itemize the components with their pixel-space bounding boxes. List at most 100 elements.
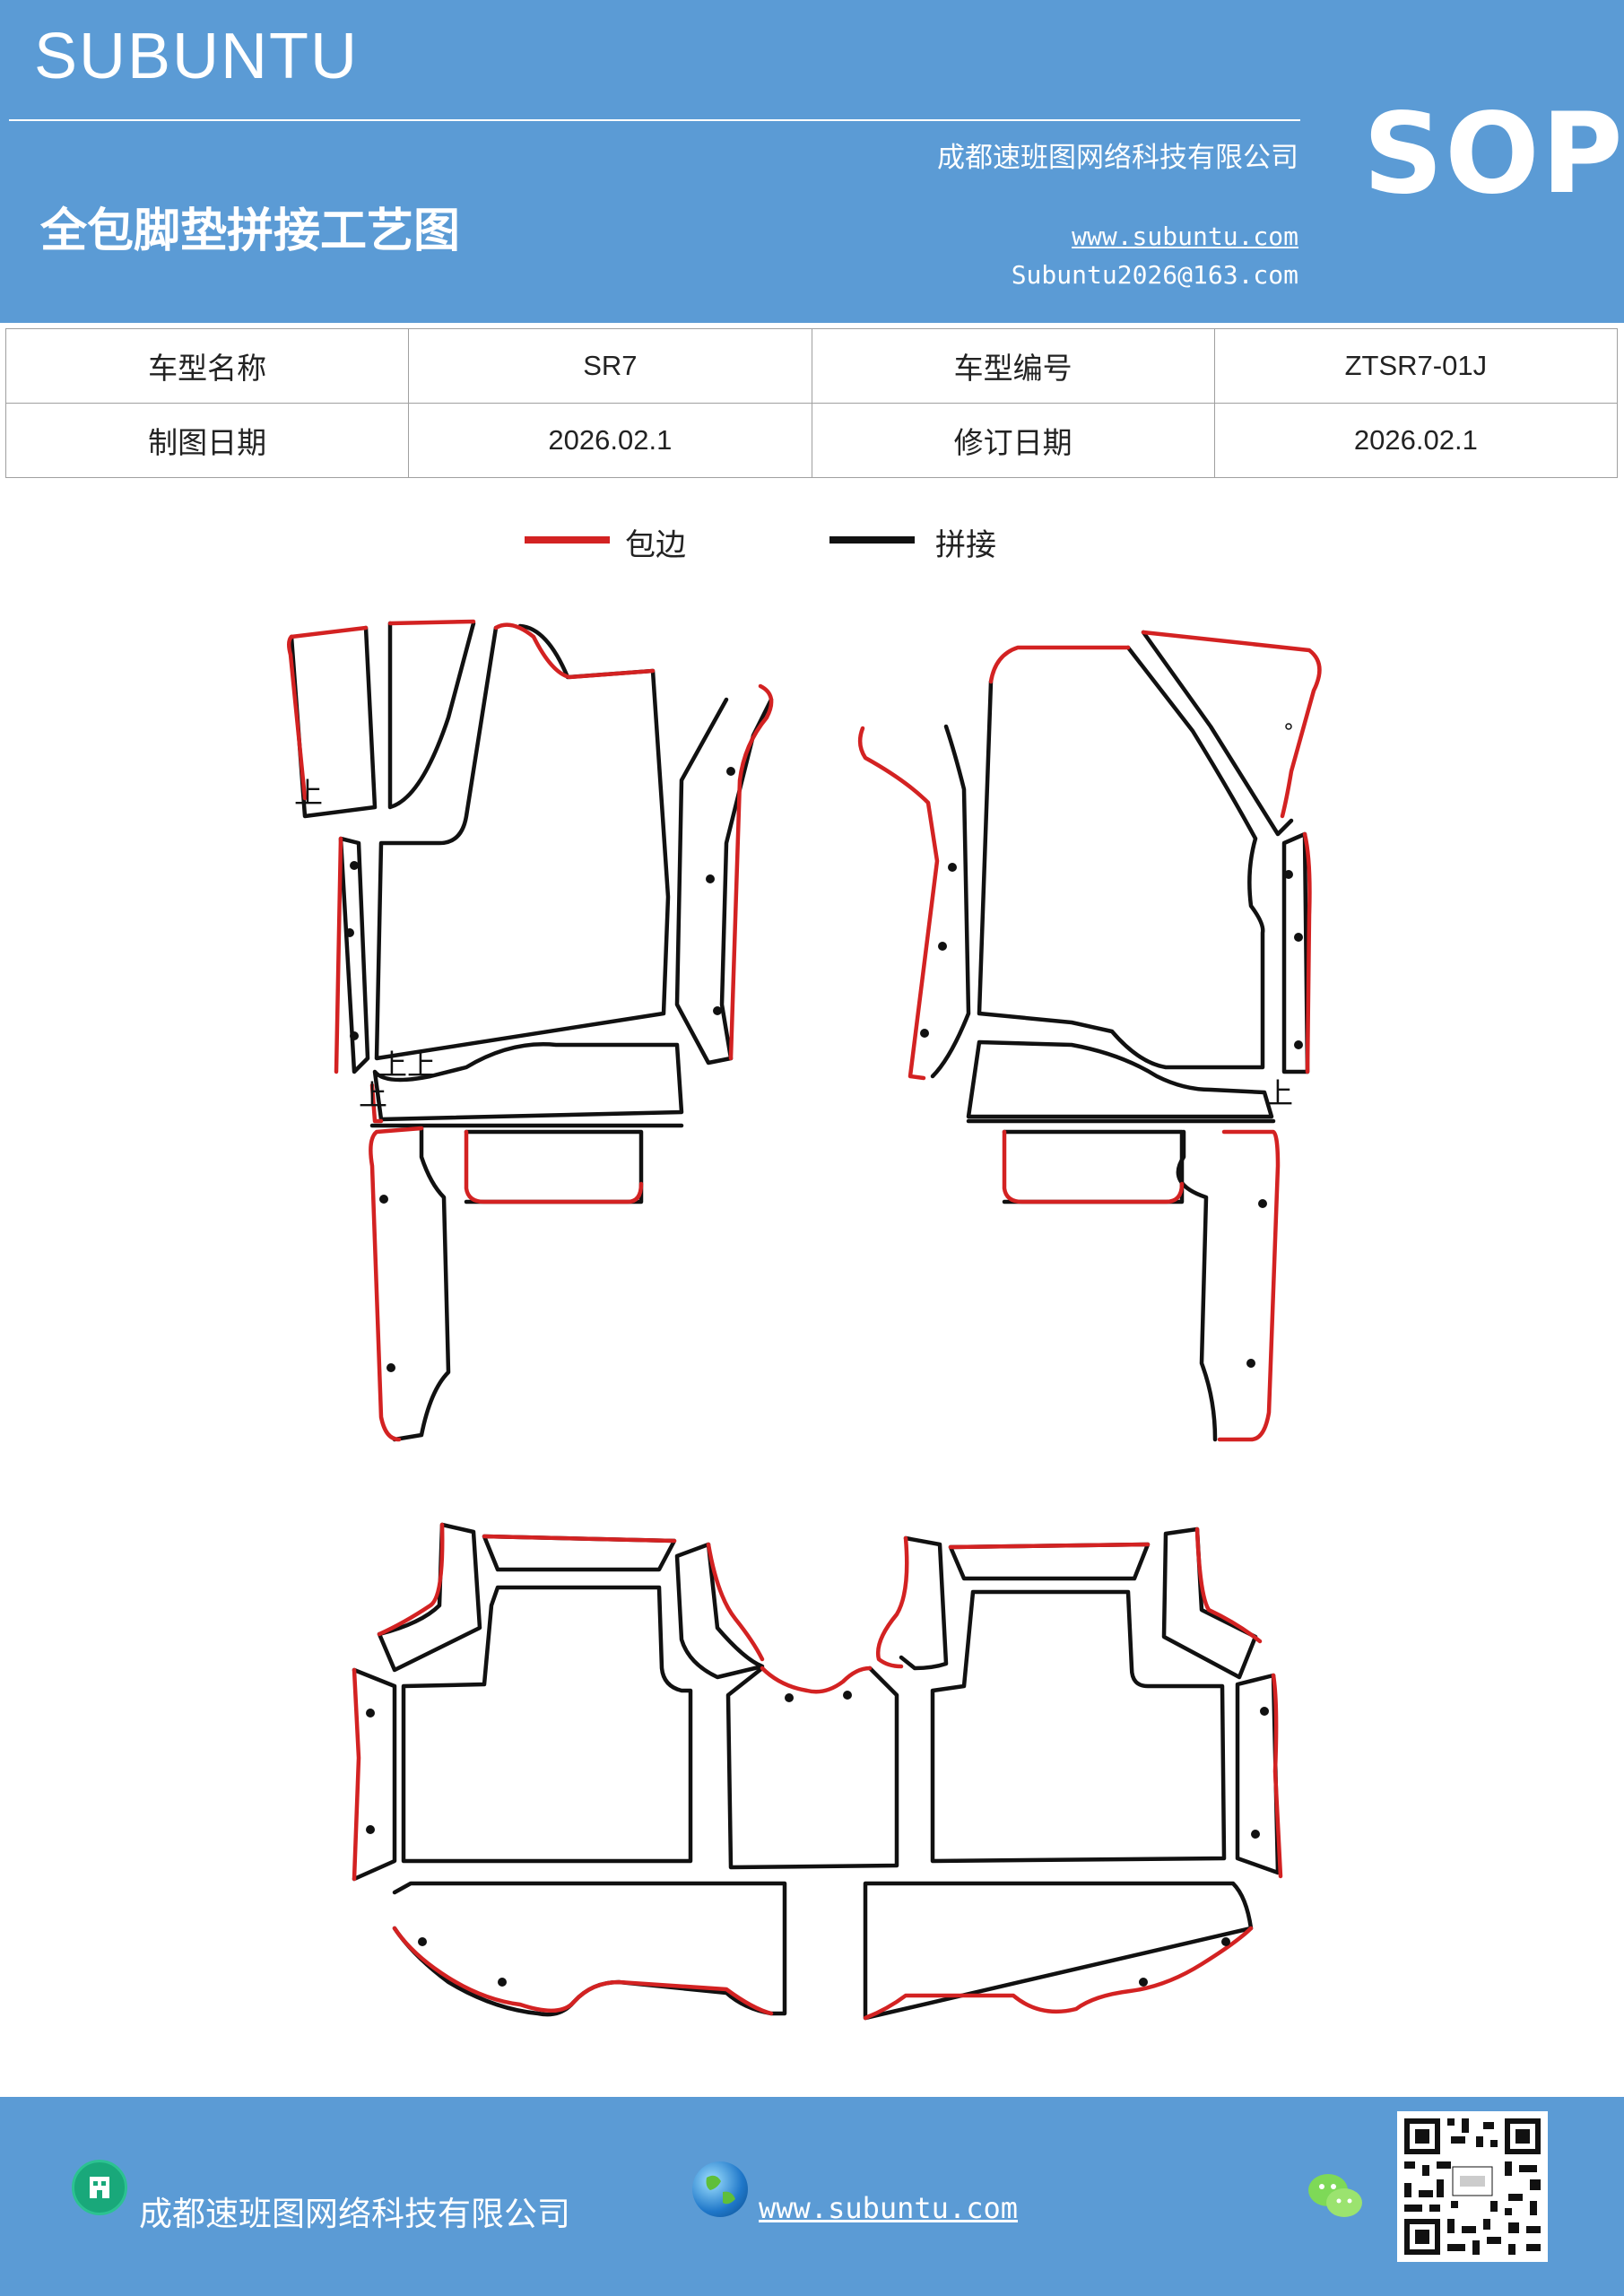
piece-outline — [930, 724, 971, 1079]
piece-edge — [287, 634, 308, 801]
piece-edge — [387, 619, 476, 626]
dot — [379, 1195, 388, 1204]
piece-edge — [377, 1522, 445, 1637]
piece-outline — [392, 1126, 451, 1442]
legend-edge-swatch — [525, 536, 610, 544]
piece-edge — [289, 625, 369, 639]
piece-outline — [401, 1585, 693, 1864]
mounting-dots — [345, 723, 1303, 1987]
dot — [1251, 1830, 1260, 1839]
brand-name: SUBUNTU — [34, 21, 360, 92]
piece-outline — [725, 1665, 899, 1870]
piece-edge — [857, 726, 940, 1081]
dot — [726, 767, 735, 776]
company-name: 成都速班图网络科技有限公司 — [937, 142, 1298, 174]
dot — [843, 1691, 852, 1700]
piece-outline — [374, 623, 671, 1061]
email-address: Subuntu2026@163.com — [1011, 260, 1298, 290]
footer-company-name: 成都速班图网络科技有限公司 — [139, 2195, 570, 2233]
dot — [1139, 1978, 1148, 1987]
piece-outline — [372, 1042, 684, 1122]
piece-outline — [930, 1589, 1227, 1864]
piece-edge — [1002, 1129, 1185, 1205]
piece-outline — [464, 1129, 644, 1205]
piece-edge — [1194, 1526, 1263, 1644]
piece-outline — [1281, 831, 1310, 1074]
model-name-label: 车型名称 — [4, 328, 410, 404]
globe-icon — [692, 2161, 748, 2217]
mat-splice-diagram: 上 上上 上 上 — [287, 619, 1322, 2021]
piece-edge — [948, 1542, 1151, 1550]
footer-website-link[interactable]: www.subuntu.com — [759, 2191, 1018, 2225]
piece-outline — [966, 1039, 1274, 1119]
piece-edge — [988, 645, 1131, 684]
dot — [713, 1006, 722, 1015]
dot — [1284, 870, 1293, 879]
front-left-mats — [287, 619, 774, 1442]
dot — [920, 1029, 929, 1038]
piece-edge — [1141, 630, 1322, 819]
piece-edge — [706, 1542, 765, 1662]
piece-edge — [482, 1534, 677, 1544]
piece-outline — [1235, 1673, 1281, 1875]
piece-edge — [863, 1926, 1254, 2021]
dot — [1258, 1199, 1267, 1208]
legend-splice-label: 拼接 — [935, 527, 996, 563]
piece-edge — [392, 1926, 774, 2016]
document-title: 全包脚垫拼接工艺图 — [40, 204, 461, 258]
dot — [1285, 723, 1292, 730]
piece-outline — [863, 1881, 1254, 2021]
piece-edge — [760, 1665, 873, 1694]
piece-edge — [369, 1126, 424, 1442]
front-right-mats — [857, 630, 1322, 1442]
dot — [706, 874, 715, 883]
header-banner: SUBUNTU 成都速班图网络科技有限公司 全包脚垫拼接工艺图 www.subu… — [0, 0, 1624, 323]
dot — [498, 1978, 507, 1987]
legend-edge-label: 包边 — [625, 527, 686, 563]
footer-banner: 成都速班图网络科技有限公司 www.subuntu.com — [0, 2097, 1624, 2296]
dot — [785, 1693, 794, 1702]
info-table: 车型名称 SR7 车型编号 ZTSR7-01J 制图日期 2026.02.1 修… — [4, 328, 1619, 478]
model-name-value: SR7 — [408, 328, 812, 404]
piece-edge — [352, 1667, 361, 1882]
dot — [938, 942, 947, 951]
legend: 包边 拼接 — [0, 520, 1624, 574]
header-divider — [9, 119, 1300, 121]
piece-outline — [392, 1881, 787, 2017]
piece-outline — [1141, 630, 1294, 837]
dot — [366, 1825, 375, 1834]
revise-date-label: 修订日期 — [811, 403, 1215, 478]
up-mark: 上上 — [378, 1048, 436, 1082]
dot — [350, 861, 359, 870]
piece-outline — [338, 836, 370, 1074]
model-code-value: ZTSR7-01J — [1213, 328, 1619, 404]
dot — [1221, 1937, 1230, 1946]
piece-outline — [899, 1535, 949, 1671]
piece-outline — [352, 1667, 397, 1882]
legend-splice-swatch — [829, 536, 915, 544]
piece-outline — [387, 621, 476, 810]
piece-edge — [875, 1535, 909, 1669]
model-code-label: 车型编号 — [811, 328, 1215, 404]
dot — [1246, 1359, 1255, 1368]
piece-outline — [674, 697, 774, 1065]
up-mark: 上 — [1264, 1076, 1293, 1110]
piece-edge — [493, 622, 656, 680]
piece-edge — [1271, 1673, 1283, 1879]
piece-edge — [334, 836, 343, 1074]
website-link[interactable]: www.subuntu.com — [1072, 222, 1298, 251]
dot — [386, 1363, 395, 1372]
dot — [1294, 1040, 1303, 1049]
table-row: 制图日期 2026.02.1 修订日期 2026.02.1 — [4, 403, 1619, 478]
draw-date-label: 制图日期 — [4, 403, 410, 478]
dot — [418, 1937, 427, 1946]
dot — [1260, 1707, 1269, 1716]
piece-outline — [377, 1522, 482, 1673]
piece-edge — [369, 1083, 384, 1124]
piece-edge — [464, 1129, 644, 1205]
dot — [366, 1709, 375, 1718]
piece-edge — [1217, 1129, 1281, 1442]
wechat-icon[interactable] — [1305, 2169, 1368, 2222]
rear-mats — [352, 1522, 1283, 2021]
table-row: 车型名称 SR7 车型编号 ZTSR7-01J — [4, 328, 1619, 404]
